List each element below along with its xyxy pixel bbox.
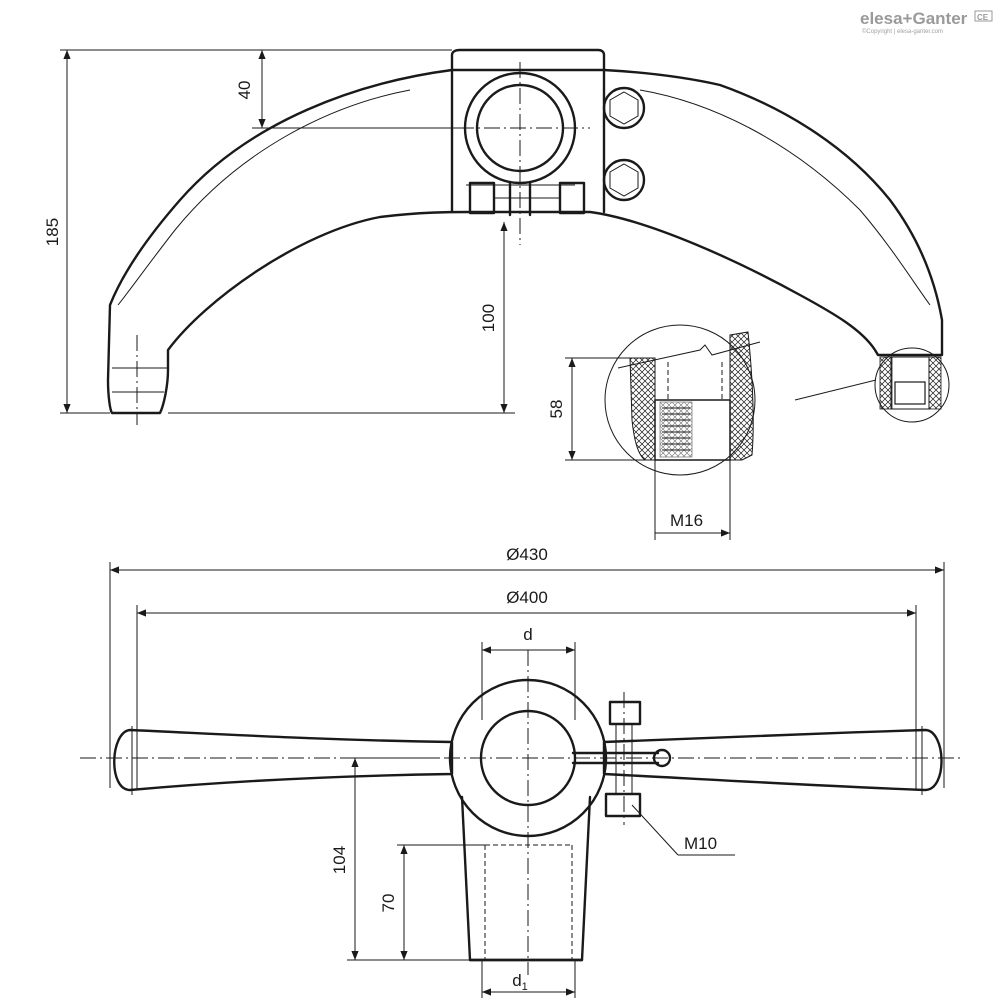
bolt-nut <box>604 792 642 818</box>
detail-break-line <box>617 341 761 369</box>
dim-d-label: d <box>523 625 532 644</box>
hub-block <box>450 48 606 214</box>
detail-callout-hatch-right <box>928 356 942 410</box>
arm-outline <box>106 68 944 415</box>
detail-callout-body <box>890 356 930 410</box>
arm-edge-line-left <box>117 89 411 306</box>
dim-100-label: 100 <box>479 304 498 332</box>
dim-70-label: 70 <box>379 894 398 913</box>
dim-40-label: 40 <box>235 81 254 100</box>
side-view: 185 40 100 58 <box>43 48 950 540</box>
hex-bolt-lower-head <box>609 163 639 197</box>
detail-insert-body <box>654 399 731 461</box>
dim-m16-label: M16 <box>670 511 703 530</box>
hex-bolt-upper <box>602 86 646 130</box>
detail-callout-hatch-left <box>879 356 893 410</box>
hex-bolt-lower <box>602 158 646 202</box>
clamp-nut-right <box>558 181 586 215</box>
handwheel-bar <box>113 728 943 792</box>
brand-logo: elesa+Ganter ©Copyright | elesa-ganter.c… <box>860 9 993 35</box>
brand-name: elesa+Ganter <box>860 9 968 28</box>
dim-m10-label: M10 <box>684 834 717 853</box>
top-view: Ø430 Ø400 d <box>80 545 962 998</box>
dim-104-label: 104 <box>330 846 349 874</box>
detail-callout-insert <box>894 381 926 405</box>
dim-58-label: 58 <box>547 400 566 419</box>
arm-edge-line-right <box>639 89 931 306</box>
detail-enlarged-circle <box>604 324 756 476</box>
detail-leader <box>794 379 877 401</box>
ce-badge-text: CE <box>977 13 989 22</box>
bolt-head <box>608 700 642 726</box>
detail-hatch-right <box>729 331 754 461</box>
hex-bolt-upper-head <box>609 91 639 125</box>
detail-thread-lines <box>662 407 690 451</box>
brand-copyright: ©Copyright | elesa-ganter.com <box>862 28 943 35</box>
dim-m10-leader <box>631 804 679 856</box>
detail-hatch-left <box>629 357 656 461</box>
dim-d1-subscript: 1 <box>522 981 528 993</box>
detail-enlarged-section <box>617 331 761 461</box>
dim-d1-label: d1 <box>512 971 528 993</box>
dim-185-label: 185 <box>43 218 62 246</box>
dim-400-label: Ø400 <box>506 588 548 607</box>
detail-callout-circle <box>874 347 950 423</box>
clamp-nut-left <box>468 181 496 215</box>
dim-430-label: Ø430 <box>506 545 548 564</box>
dim-d1-main: d <box>512 971 521 990</box>
detail-insert-thread <box>659 401 693 458</box>
ce-badge <box>974 10 993 22</box>
